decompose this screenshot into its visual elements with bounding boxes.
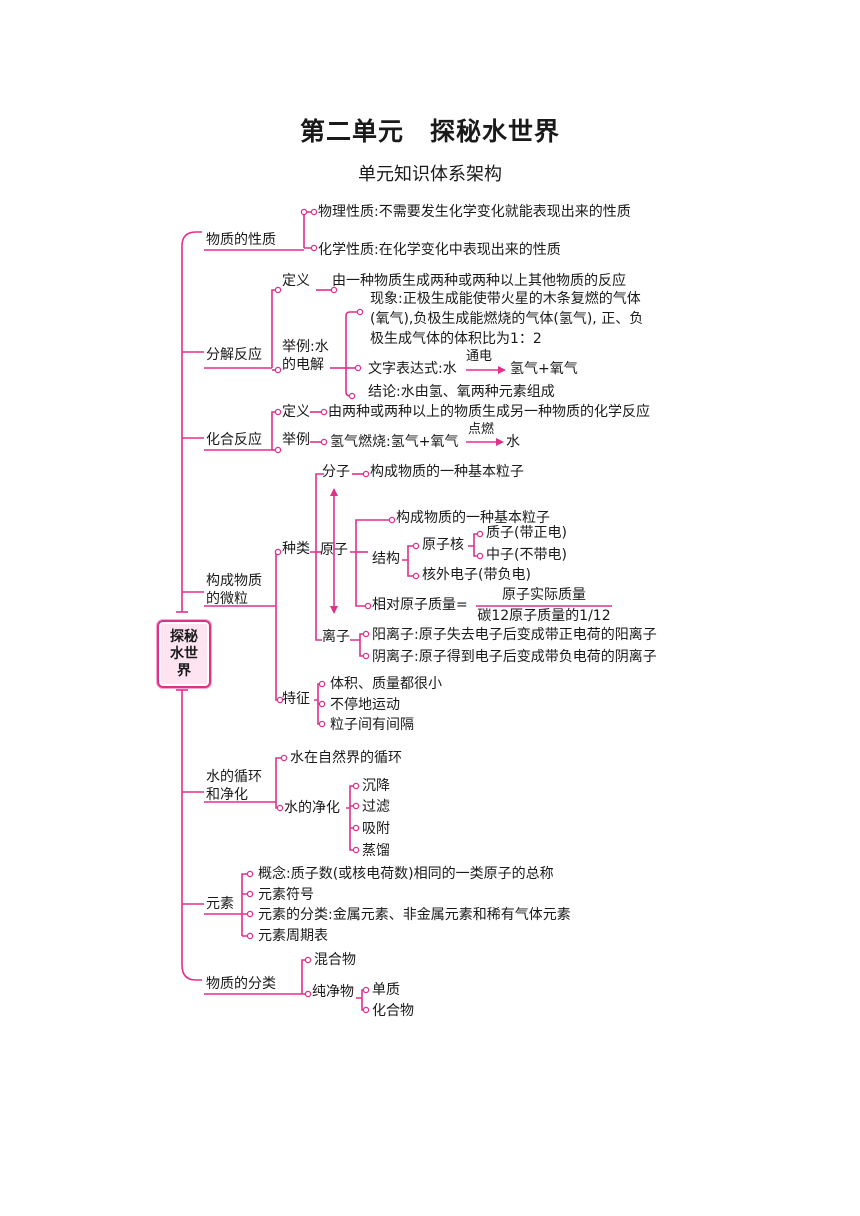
page-title: 第二单元 探秘水世界 [299, 117, 560, 146]
combo-example-label: 举例 [282, 432, 310, 448]
anion: 阴离子:原子得到电子后变成带负电荷的阴离子 [372, 649, 657, 665]
atom: 原子 [320, 542, 348, 558]
purify-method: 沉降 [362, 778, 390, 794]
phenomenon-line-1: 现象:正极生成能使带火星的木条复燃的气体 [370, 291, 641, 307]
physical-property: 物理性质:不需要发生化学变化就能表现出来的性质 [318, 204, 631, 220]
node-decomposition: 分解反应 [206, 347, 262, 363]
decomp-def-label: 定义 [282, 273, 310, 289]
molecule-def: 构成物质的一种基本粒子 [370, 464, 524, 480]
root-node: 探秘水世界 [157, 620, 211, 688]
purify-method: 蒸馏 [362, 843, 390, 859]
element-classify: 元素的分类:金属元素、非金属元素和稀有气体元素 [258, 907, 571, 923]
node-properties: 物质的性质 [206, 232, 276, 248]
ion: 离子 [322, 629, 350, 645]
fraction-numerator: 原子实际质量 [502, 587, 586, 603]
particle-features: 特征 [282, 691, 310, 707]
fraction-denominator: 碳12原子质量的1/12 [477, 608, 611, 624]
feature-2: 不停地运动 [330, 697, 400, 713]
compound: 化合物 [372, 1003, 414, 1019]
nucleus: 原子核 [422, 537, 464, 553]
element-symbol: 元素符号 [258, 887, 314, 903]
phenomenon-line-3: 极生成气体的体积比为1：2 [370, 331, 542, 347]
element-table: 元素周期表 [258, 928, 328, 944]
combo-example-condition: 点燃 [468, 422, 495, 437]
relative-atomic-mass: 相对原子质量= [372, 597, 468, 613]
combo-def-label: 定义 [282, 404, 310, 420]
combo-def: 由两种或两种以上的物质生成另一种物质的化学反应 [328, 404, 650, 420]
decomp-example-label-1: 举例:水 [282, 339, 329, 355]
formula-prefix: 文字表达式:水 [368, 361, 457, 377]
proton: 质子(带正电) [486, 525, 567, 541]
cation: 阳离子:原子失去电子后变成带正电荷的阳离子 [372, 627, 657, 643]
node-element: 元素 [206, 896, 234, 912]
mixture: 混合物 [314, 952, 356, 968]
feature-3: 粒子间有间隔 [330, 717, 414, 733]
neutron: 中子(不带电) [486, 547, 567, 563]
phenomenon-line-2: (氧气),负极生成能燃烧的气体(氢气), 正、负 [370, 311, 644, 327]
decomp-example-label-2: 的电解 [282, 357, 324, 373]
feature-1: 体积、质量都很小 [330, 676, 442, 692]
combo-example-product: 水 [506, 434, 520, 450]
molecule: 分子 [322, 464, 350, 480]
simple-substance: 单质 [372, 982, 400, 998]
node-water-2: 和净化 [206, 787, 248, 803]
pure-substance: 纯净物 [312, 984, 354, 1000]
decomp-def: 由一种物质生成两种或两种以上其他物质的反应 [332, 273, 626, 289]
element-concept: 概念:质子数(或核电荷数)相同的一类原子的总称 [258, 866, 554, 882]
purify-method: 过滤 [362, 799, 390, 815]
purify-method: 吸附 [362, 821, 390, 837]
atom-structure: 结构 [372, 551, 400, 567]
particle-kinds: 种类 [282, 541, 310, 557]
node-particles-1: 构成物质 [206, 573, 262, 589]
formula-condition: 通电 [466, 349, 493, 364]
node-water-1: 水的循环 [206, 769, 262, 785]
combo-example-prefix: 氢气燃烧:氢气+氧气 [330, 434, 459, 450]
node-combination: 化合反应 [206, 432, 262, 448]
electron: 核外电子(带负电) [422, 567, 531, 583]
page-subtitle: 单元知识体系架构 [358, 164, 502, 185]
decomp-conclusion: 结论:水由氢、氧两种元素组成 [368, 384, 555, 400]
node-classification: 物质的分类 [206, 976, 276, 992]
formula-products: 氢气+氧气 [510, 361, 578, 377]
water-purify: 水的净化 [284, 800, 340, 816]
water-cycle: 水在自然界的循环 [290, 750, 402, 766]
chemical-property: 化学性质:在化学变化中表现出来的性质 [318, 242, 561, 258]
atom-def: 构成物质的一种基本粒子 [396, 510, 550, 526]
node-particles-2: 的微粒 [206, 591, 248, 607]
